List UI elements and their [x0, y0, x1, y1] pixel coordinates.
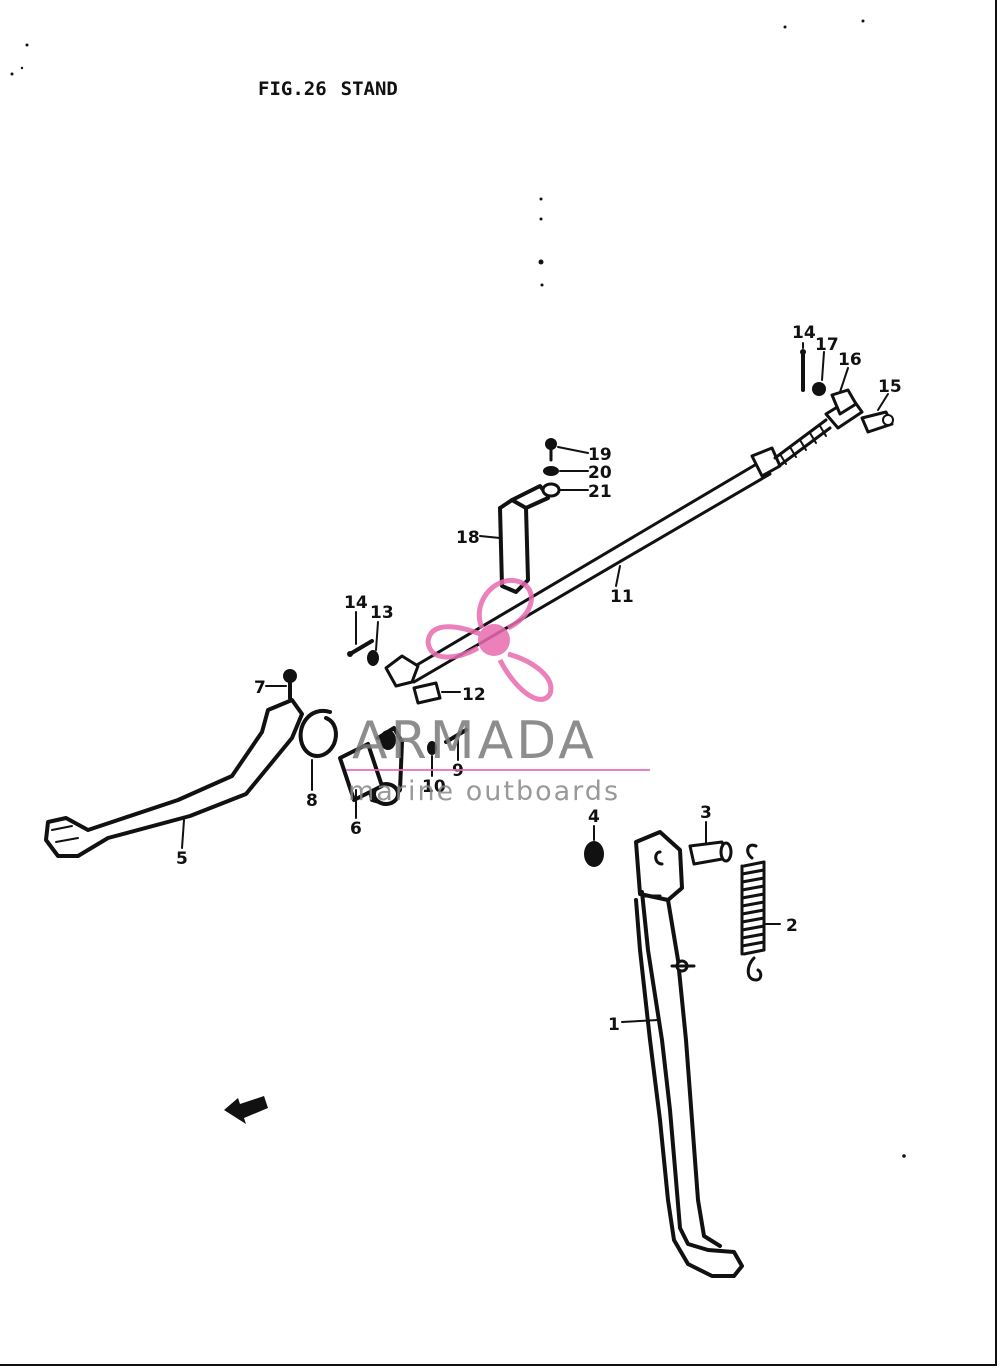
part-12-pin: [412, 681, 442, 705]
callout-16: 16: [838, 350, 862, 370]
figure-name: STAND: [340, 78, 398, 100]
part-19-bolt: [545, 438, 557, 462]
part-6-pivot-arm: [338, 726, 404, 806]
callout-14-left: 14: [344, 593, 368, 613]
part-10-washer: [427, 741, 437, 755]
part-18-bracket: [498, 484, 550, 594]
part-3-bolt-head: [719, 841, 733, 863]
callout-11: 11: [610, 587, 634, 607]
callout-3: 3: [700, 803, 712, 823]
scan-specks: [10, 19, 906, 1158]
callout-2: 2: [786, 916, 798, 936]
figure-number: FIG.26: [258, 78, 327, 100]
propeller-logo-icon: [425, 577, 554, 702]
callout-21: 21: [588, 482, 612, 502]
figure-title: FIG.26 STAND: [258, 78, 398, 100]
part-13-washer-left: [367, 650, 379, 666]
part-1-side-stand: [634, 830, 744, 1278]
part-21-washer: [541, 482, 561, 498]
watermark: ARMADA marine outboards: [346, 577, 650, 807]
callout-17: 17: [815, 335, 839, 355]
part-20-washer: [543, 466, 559, 476]
callout-labels: 1 2 3 4 5 6 7 8 9 10 11 12 13 14 14 15 1…: [176, 323, 902, 1035]
callout-7: 7: [254, 678, 266, 698]
part-5-lever: [44, 698, 304, 858]
callout-18: 18: [456, 528, 480, 548]
part-7-bolt: [283, 669, 297, 700]
part-16-clevis: [830, 388, 858, 416]
callout-1: 1: [608, 1015, 620, 1035]
part-9-pin: [444, 728, 468, 744]
callout-13: 13: [370, 603, 394, 623]
front-arrow-icon: [224, 1096, 268, 1124]
watermark-tagline: marine outboards: [348, 776, 620, 807]
callout-5: 5: [176, 849, 188, 869]
watermark-brand: ARMADA: [352, 711, 597, 771]
part-14-pin-left: [347, 639, 374, 657]
leader-lines: [181, 342, 889, 1023]
callout-12: 12: [462, 685, 486, 705]
callout-15: 15: [878, 377, 902, 397]
part-8-circlip: [298, 708, 338, 758]
callout-19: 19: [588, 445, 612, 465]
part-2-spring: [740, 843, 766, 982]
part-17-washer-right: [812, 382, 826, 396]
rod-end-clevis: [384, 654, 420, 688]
callout-10: 10: [422, 777, 446, 797]
part-15-pin: [860, 410, 894, 434]
callout-4: 4: [588, 807, 600, 827]
part-4-nut: [584, 841, 604, 867]
callout-8: 8: [306, 791, 318, 811]
callout-14-right: 14: [792, 323, 816, 343]
callout-20: 20: [588, 463, 612, 483]
part-14-pin-right: [800, 349, 806, 392]
callout-6: 6: [350, 819, 362, 839]
